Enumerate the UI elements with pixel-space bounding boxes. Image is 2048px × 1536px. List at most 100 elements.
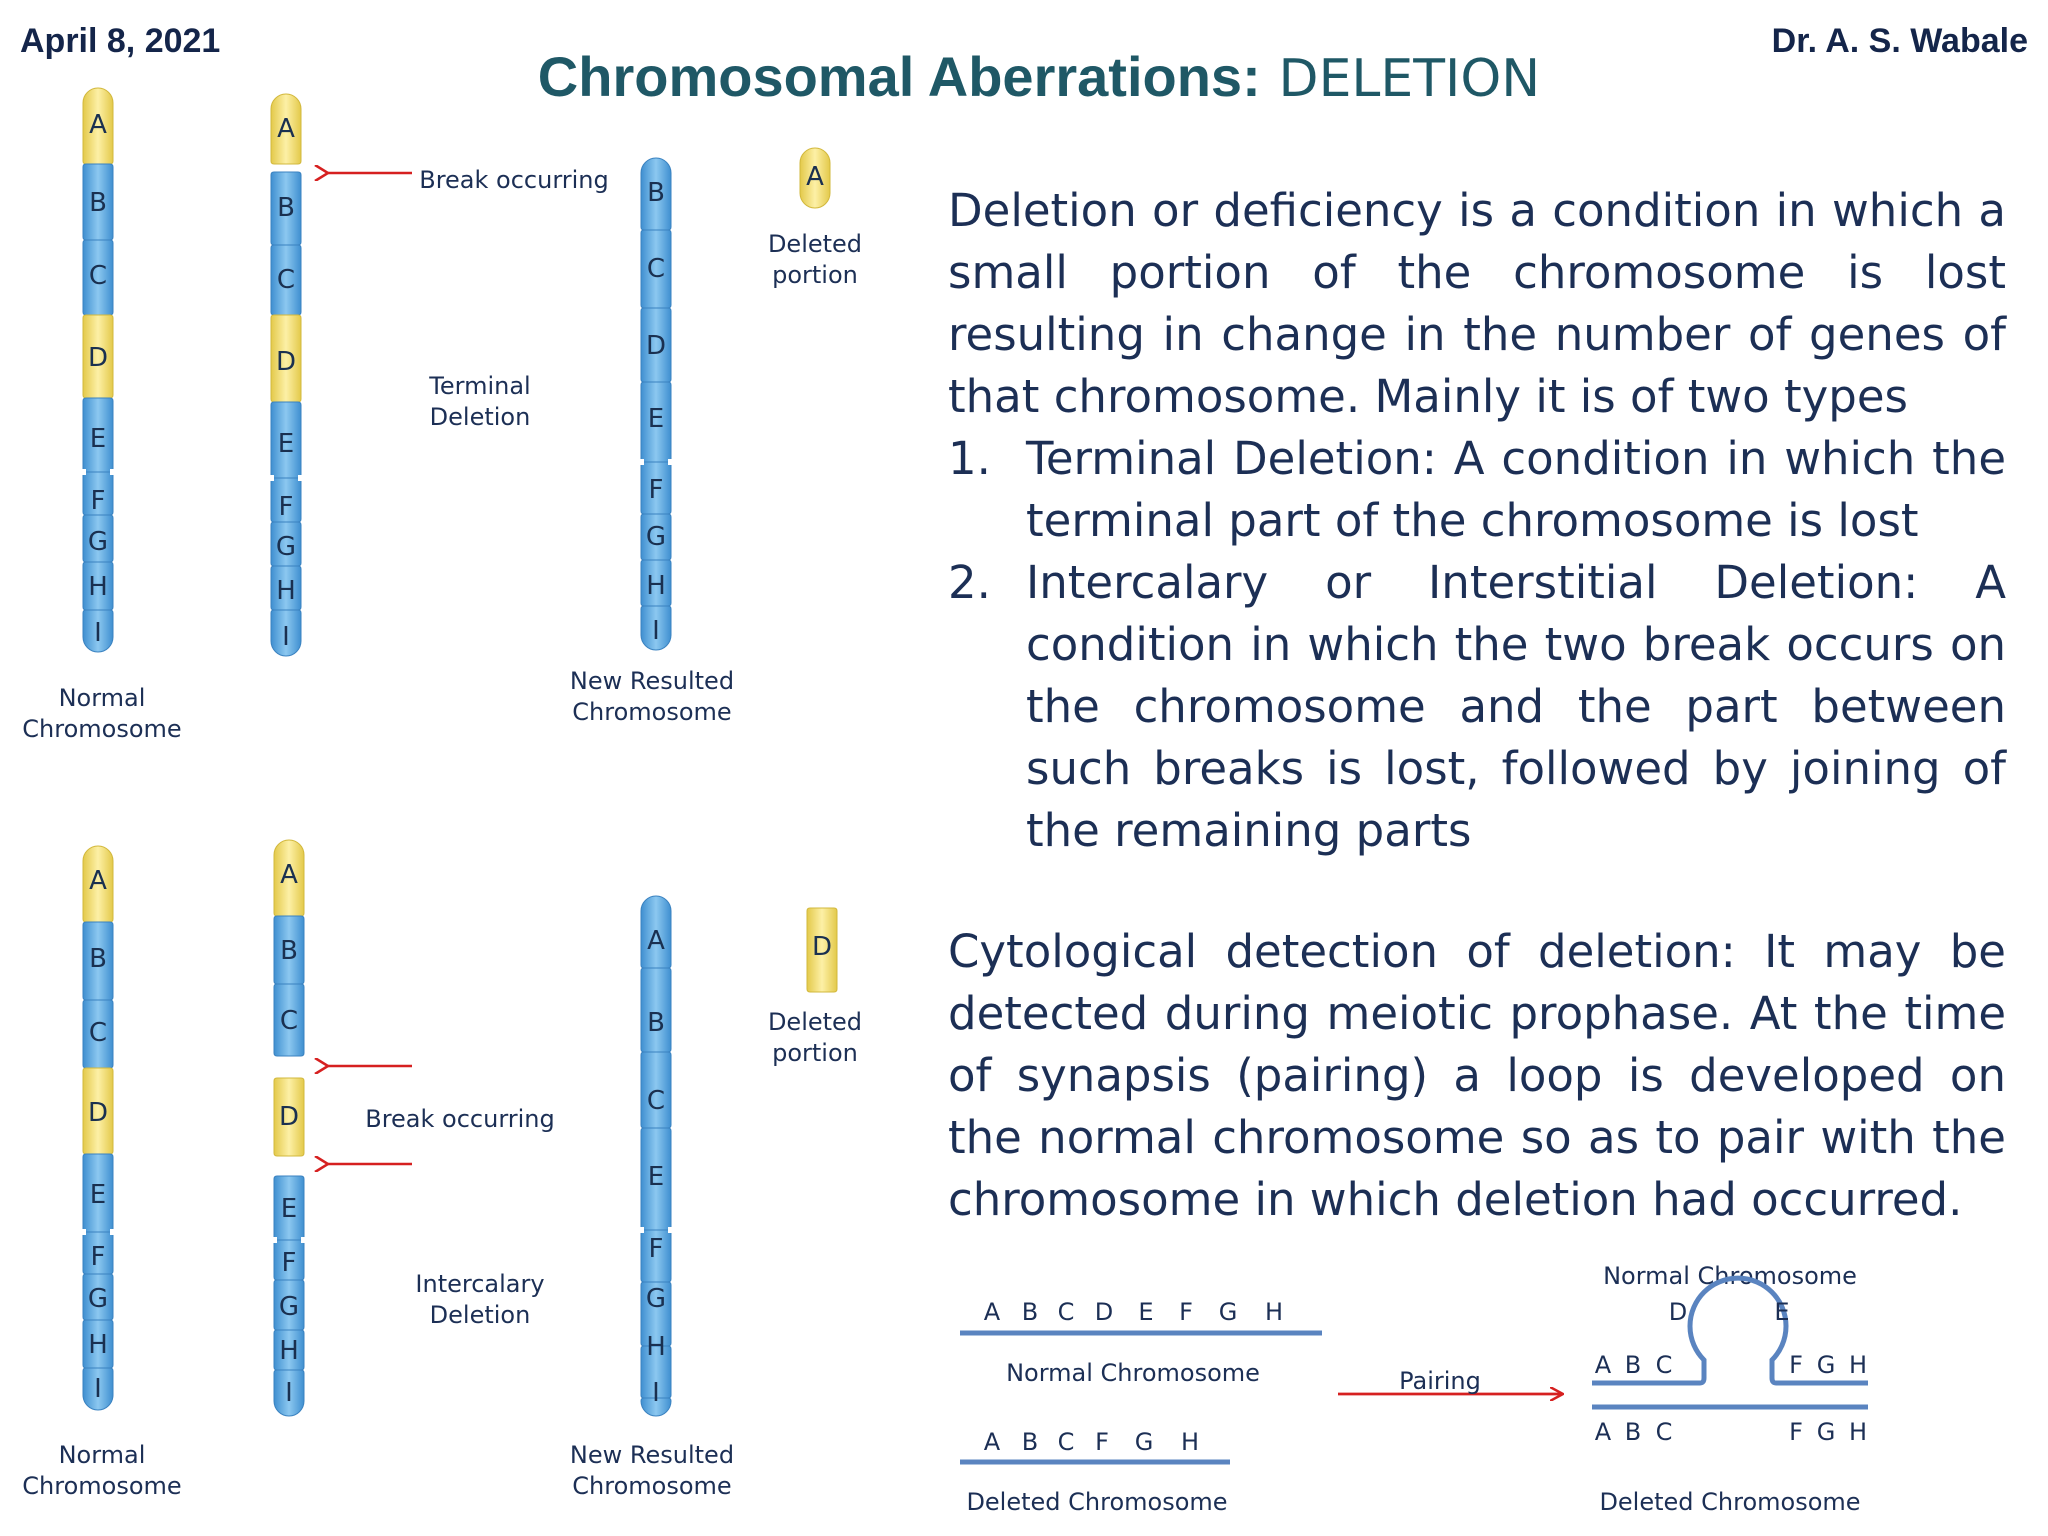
- terminal-normal-gene-label: I: [94, 618, 102, 648]
- paired-gene-letter: C: [1656, 1418, 1673, 1446]
- terminal-normal-gene-label: E: [90, 424, 106, 454]
- centromere-mark: [273, 1237, 277, 1243]
- centromere-mark: [110, 1229, 114, 1235]
- deleted-gene-letter: B: [1022, 1428, 1038, 1456]
- terminal-broken-band: [270, 521, 302, 567]
- pairing-label: Pairing: [1399, 1367, 1481, 1395]
- normal-gene-letter: F: [1179, 1298, 1193, 1326]
- intercalary-normal-band: [82, 1067, 114, 1155]
- intercalary-normal-gene-label: I: [94, 1374, 102, 1404]
- deleted-label-intercalary-1: Deleted: [768, 1008, 862, 1036]
- terminal-broken-band: [270, 244, 302, 316]
- slide-title: Chromosomal Aberrations: DELETION: [0, 44, 2048, 110]
- terminal-normal-band: [82, 609, 114, 653]
- terminal-broken-gene-label: B: [277, 193, 295, 223]
- terminal-normal-band: [82, 87, 114, 165]
- normal-chromosome-label: Normal Chromosome: [1006, 1359, 1260, 1387]
- normal-gene-letter: D: [1095, 1298, 1113, 1326]
- paired-gene-letter: F: [1789, 1351, 1803, 1379]
- list-number-1: 1.: [948, 432, 991, 485]
- result-label-intercalary-1: New Resulted: [570, 1441, 734, 1469]
- deleted-gene-letter: C: [1058, 1428, 1075, 1456]
- deleted-gene-letter: F: [1095, 1428, 1109, 1456]
- paired-gene-letter: C: [1656, 1351, 1673, 1379]
- intercalary-result-band: [640, 967, 672, 1053]
- intercalary-normal-gene-label: F: [91, 1242, 106, 1272]
- intercalary-type-label-2: Deletion: [430, 1301, 531, 1329]
- terminal-result-band: [640, 229, 672, 309]
- title-bold: Chromosomal Aberrations:: [537, 45, 1261, 108]
- terminal-result-gene-label: E: [648, 404, 664, 434]
- terminal-result-band: [640, 307, 672, 383]
- intercalary-normal-band: [82, 845, 114, 923]
- normal-gene-letter: H: [1265, 1298, 1283, 1326]
- terminal-broken-band: [270, 171, 302, 246]
- terminal-deleted-band: [799, 147, 831, 209]
- intercalary-broken-gene-label: E: [281, 1194, 297, 1224]
- intercalary-broken-band: [273, 1279, 305, 1331]
- intercalary-result-band: [640, 1345, 672, 1399]
- terminal-result-band: [640, 605, 672, 651]
- terminal-broken-band: [270, 565, 302, 611]
- terminal-result-band: [640, 559, 672, 607]
- normal-chromosome-label-right: Normal Chromosome: [1603, 1262, 1857, 1290]
- normal-label-terminal-1: Normal: [59, 684, 146, 712]
- paired-gene-letter: G: [1817, 1351, 1836, 1379]
- intercalary-result-gene-label: I: [652, 1378, 660, 1408]
- terminal-result-band: [640, 513, 672, 561]
- intercalary-result-gene-label: C: [647, 1086, 665, 1116]
- intercalary-broken-gene-label: B: [280, 936, 298, 966]
- terminal-result-gene-label: C: [647, 254, 665, 284]
- intercalary-result-band: [640, 1397, 672, 1417]
- intercalary-normal-band: [82, 1273, 114, 1321]
- detection-paragraph: Cytological detection of deletion: It ma…: [948, 925, 2006, 1226]
- deleted-label-terminal-1: Deleted: [768, 230, 862, 258]
- terminal-normal-gene-label: C: [89, 261, 107, 291]
- normal-gene-letter: C: [1058, 1298, 1075, 1326]
- intercalary-broken-band: [273, 915, 305, 985]
- terminal-broken-gene-label: C: [277, 265, 295, 295]
- normal-label-intercalary-1: Normal: [59, 1441, 146, 1469]
- result-label-intercalary-2: Chromosome: [572, 1472, 731, 1500]
- deleted-gene-letter: A: [984, 1428, 1001, 1456]
- normal-label-terminal-2: Chromosome: [22, 715, 181, 743]
- centromere-mark: [668, 459, 672, 465]
- intercalary-result-band: [640, 895, 672, 969]
- terminal-result-gene-label: G: [646, 522, 666, 552]
- list-number-2: 2.: [948, 556, 991, 609]
- definition-paragraph: Deletion or deficiency is a condition in…: [948, 180, 2006, 862]
- intercalary-result-gene-label: H: [646, 1332, 666, 1362]
- centromere-mark: [270, 475, 274, 481]
- normal-gene-letter: B: [1022, 1298, 1038, 1326]
- deleted-chromosome-label-right: Deleted Chromosome: [1599, 1488, 1860, 1516]
- normal-gene-letter: G: [1219, 1298, 1238, 1326]
- normal-label-intercalary-2: Chromosome: [22, 1472, 181, 1500]
- intercalary-normal-gene-label: A: [89, 866, 107, 896]
- centromere-mark: [298, 475, 302, 481]
- intercalary-broken-gene-label: A: [280, 860, 298, 890]
- deleted-label-intercalary-2: portion: [772, 1039, 858, 1067]
- intercalary-normal-band: [82, 921, 114, 1001]
- terminal-broken-gene-label: I: [282, 622, 290, 652]
- intercalary-result-gene-label: A: [647, 926, 665, 956]
- intercalary-broken-band: [273, 983, 305, 1057]
- result-label-terminal-1: New Resulted: [570, 667, 734, 695]
- centromere-mark: [82, 469, 86, 475]
- terminal-broken-gene-label: G: [276, 532, 296, 562]
- list-item-2: 2. Intercalary or Interstitial Deletion:…: [948, 552, 2006, 862]
- list-item-1: 1. Terminal Deletion: A condition in whi…: [948, 428, 2006, 552]
- intercalary-normal-band: [82, 1319, 114, 1369]
- intercalary-deleted-band: [806, 907, 838, 993]
- loop-gene-letter: E: [1774, 1298, 1789, 1326]
- intercalary-result-band: [640, 1281, 672, 1347]
- intercalary-normal-gene-label: B: [89, 944, 107, 974]
- paired-gene-letter: A: [1595, 1418, 1612, 1446]
- intercalary-normal-band: [82, 999, 114, 1069]
- terminal-result-gene-label: H: [646, 571, 666, 601]
- terminal-normal-band: [82, 514, 114, 563]
- date-label: April 8, 2021: [20, 22, 221, 60]
- intercalary-broken-band: [273, 1329, 305, 1371]
- intercalary-broken-band: [273, 1077, 305, 1157]
- centromere-mark: [301, 1237, 305, 1243]
